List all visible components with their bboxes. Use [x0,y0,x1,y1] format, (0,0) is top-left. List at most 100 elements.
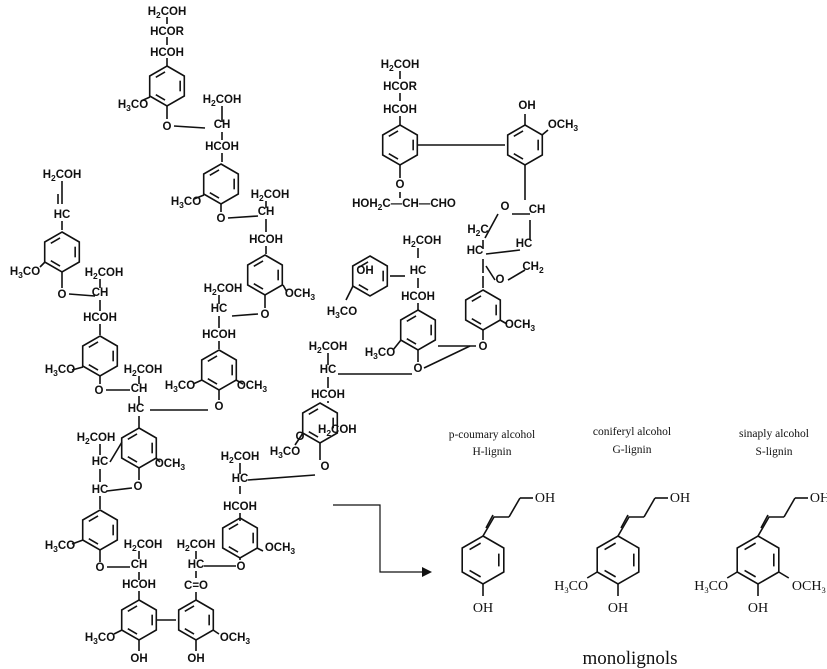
atom-label: HC [92,484,109,496]
atom-label: HCOH [401,291,435,303]
atom-label: HCOH [122,579,156,591]
monolignol-ring [736,535,780,585]
benzene-ring [381,124,419,166]
ring-double-bond [127,628,138,635]
polymer-bonds [39,17,549,651]
ring-double-bond [228,546,239,553]
bond [39,261,46,268]
atom-label: O [501,201,510,213]
benzene-ring [301,402,339,444]
atom-label: HC [232,473,249,485]
hydroxyl-label: OH [810,491,827,506]
monolignol-name: p-coumary alcohol [449,429,536,441]
bond [113,629,123,635]
ring-double-bond [127,456,138,463]
atom-label: CH [529,204,546,216]
atom-label: HC [54,209,71,221]
side-chain [757,516,784,537]
atom-label: HCOH [249,234,283,246]
side-chain-double [485,514,494,529]
ring-double-bond [253,283,264,290]
ring-double-bond [127,433,138,440]
atom-label: O [321,461,330,473]
monolignols-caption: monolignols [582,648,677,669]
benzene-ring [43,231,81,273]
ring-double-bond [406,315,417,322]
atom-label: H3CO [10,266,40,280]
bond [71,366,84,371]
atom-label: O [496,274,505,286]
ring-outline [506,124,544,166]
ring-outline [301,402,339,444]
ring-double-bond [358,284,369,291]
atom-label: OCH3 [505,319,536,333]
atom-label: O [163,121,172,133]
conversion-arrow [333,504,432,577]
atom-label: HC [92,456,109,468]
bond [586,571,598,579]
bond [282,284,288,293]
polymer-labels: H2COHHCORHCOHH3COOH2COHCHHCOHH3COOH2COHC… [10,6,579,665]
atom-label: O [58,289,67,301]
bond [499,319,508,325]
benzene-ring [200,349,238,391]
atom-label: OH [187,653,204,665]
atom-label: H2COH [203,94,242,108]
atom-label: HCOR [383,81,418,93]
atom-label: H2COH [204,283,243,297]
ring-double-bond [388,153,399,160]
atom-label: HCOR [150,26,185,38]
bond [484,213,499,239]
bond [68,293,96,297]
atom-label: OH [130,653,147,665]
ring-outline [596,535,640,585]
atom-label: O [96,562,105,574]
atom-label: O [237,561,246,573]
bond [485,265,496,281]
hydroxyl-label: OH [670,491,690,506]
ring-outline [81,335,119,377]
atom-label: O [217,213,226,225]
atom-label: O [296,431,305,443]
atom-label: OCH3 [237,380,268,394]
atom-label: HC [516,238,533,250]
ring-double-bond [209,192,220,199]
monolignol-type: S-lignin [755,446,792,458]
atom-label: HC [211,303,228,315]
side-chain [617,516,644,537]
ring-outline [120,427,158,469]
ring-double-bond [50,237,61,244]
ring-double-bond [388,130,399,137]
ring-outline [148,65,186,107]
atom-label: OH [356,265,373,277]
ring-double-bond [308,431,319,438]
ring-double-bond [184,605,195,612]
side-chain [508,497,521,518]
benzene-ring [464,289,502,331]
ring-double-bond [88,341,99,348]
atom-label: HC [320,364,337,376]
atom-label: H3CO [118,99,148,113]
ring-double-bond [155,94,166,101]
polymer-rings [43,65,544,641]
atom-label: OCH3 [265,542,296,556]
ring-double-bond [88,364,99,371]
atom-label: HC [410,265,427,277]
ring-double-bond [127,605,138,612]
benzene-ring [148,65,186,107]
benzene-ring [120,427,158,469]
atom-label: H2COH [148,6,187,20]
monolignol-name: sinaply alcohol [739,428,809,440]
bond [140,96,151,102]
ring-outline [399,309,437,351]
atom-label: HCOH [83,312,117,324]
bond [485,249,521,255]
ring-double-bond [604,542,617,551]
hydroxyl-label: OH [608,601,628,616]
ring-double-bond [253,260,264,267]
atom-label: HC [467,245,484,257]
ring-outline [81,509,119,551]
monolignol-coniferyl: coniferyl alcohol G-lignin [593,426,671,456]
